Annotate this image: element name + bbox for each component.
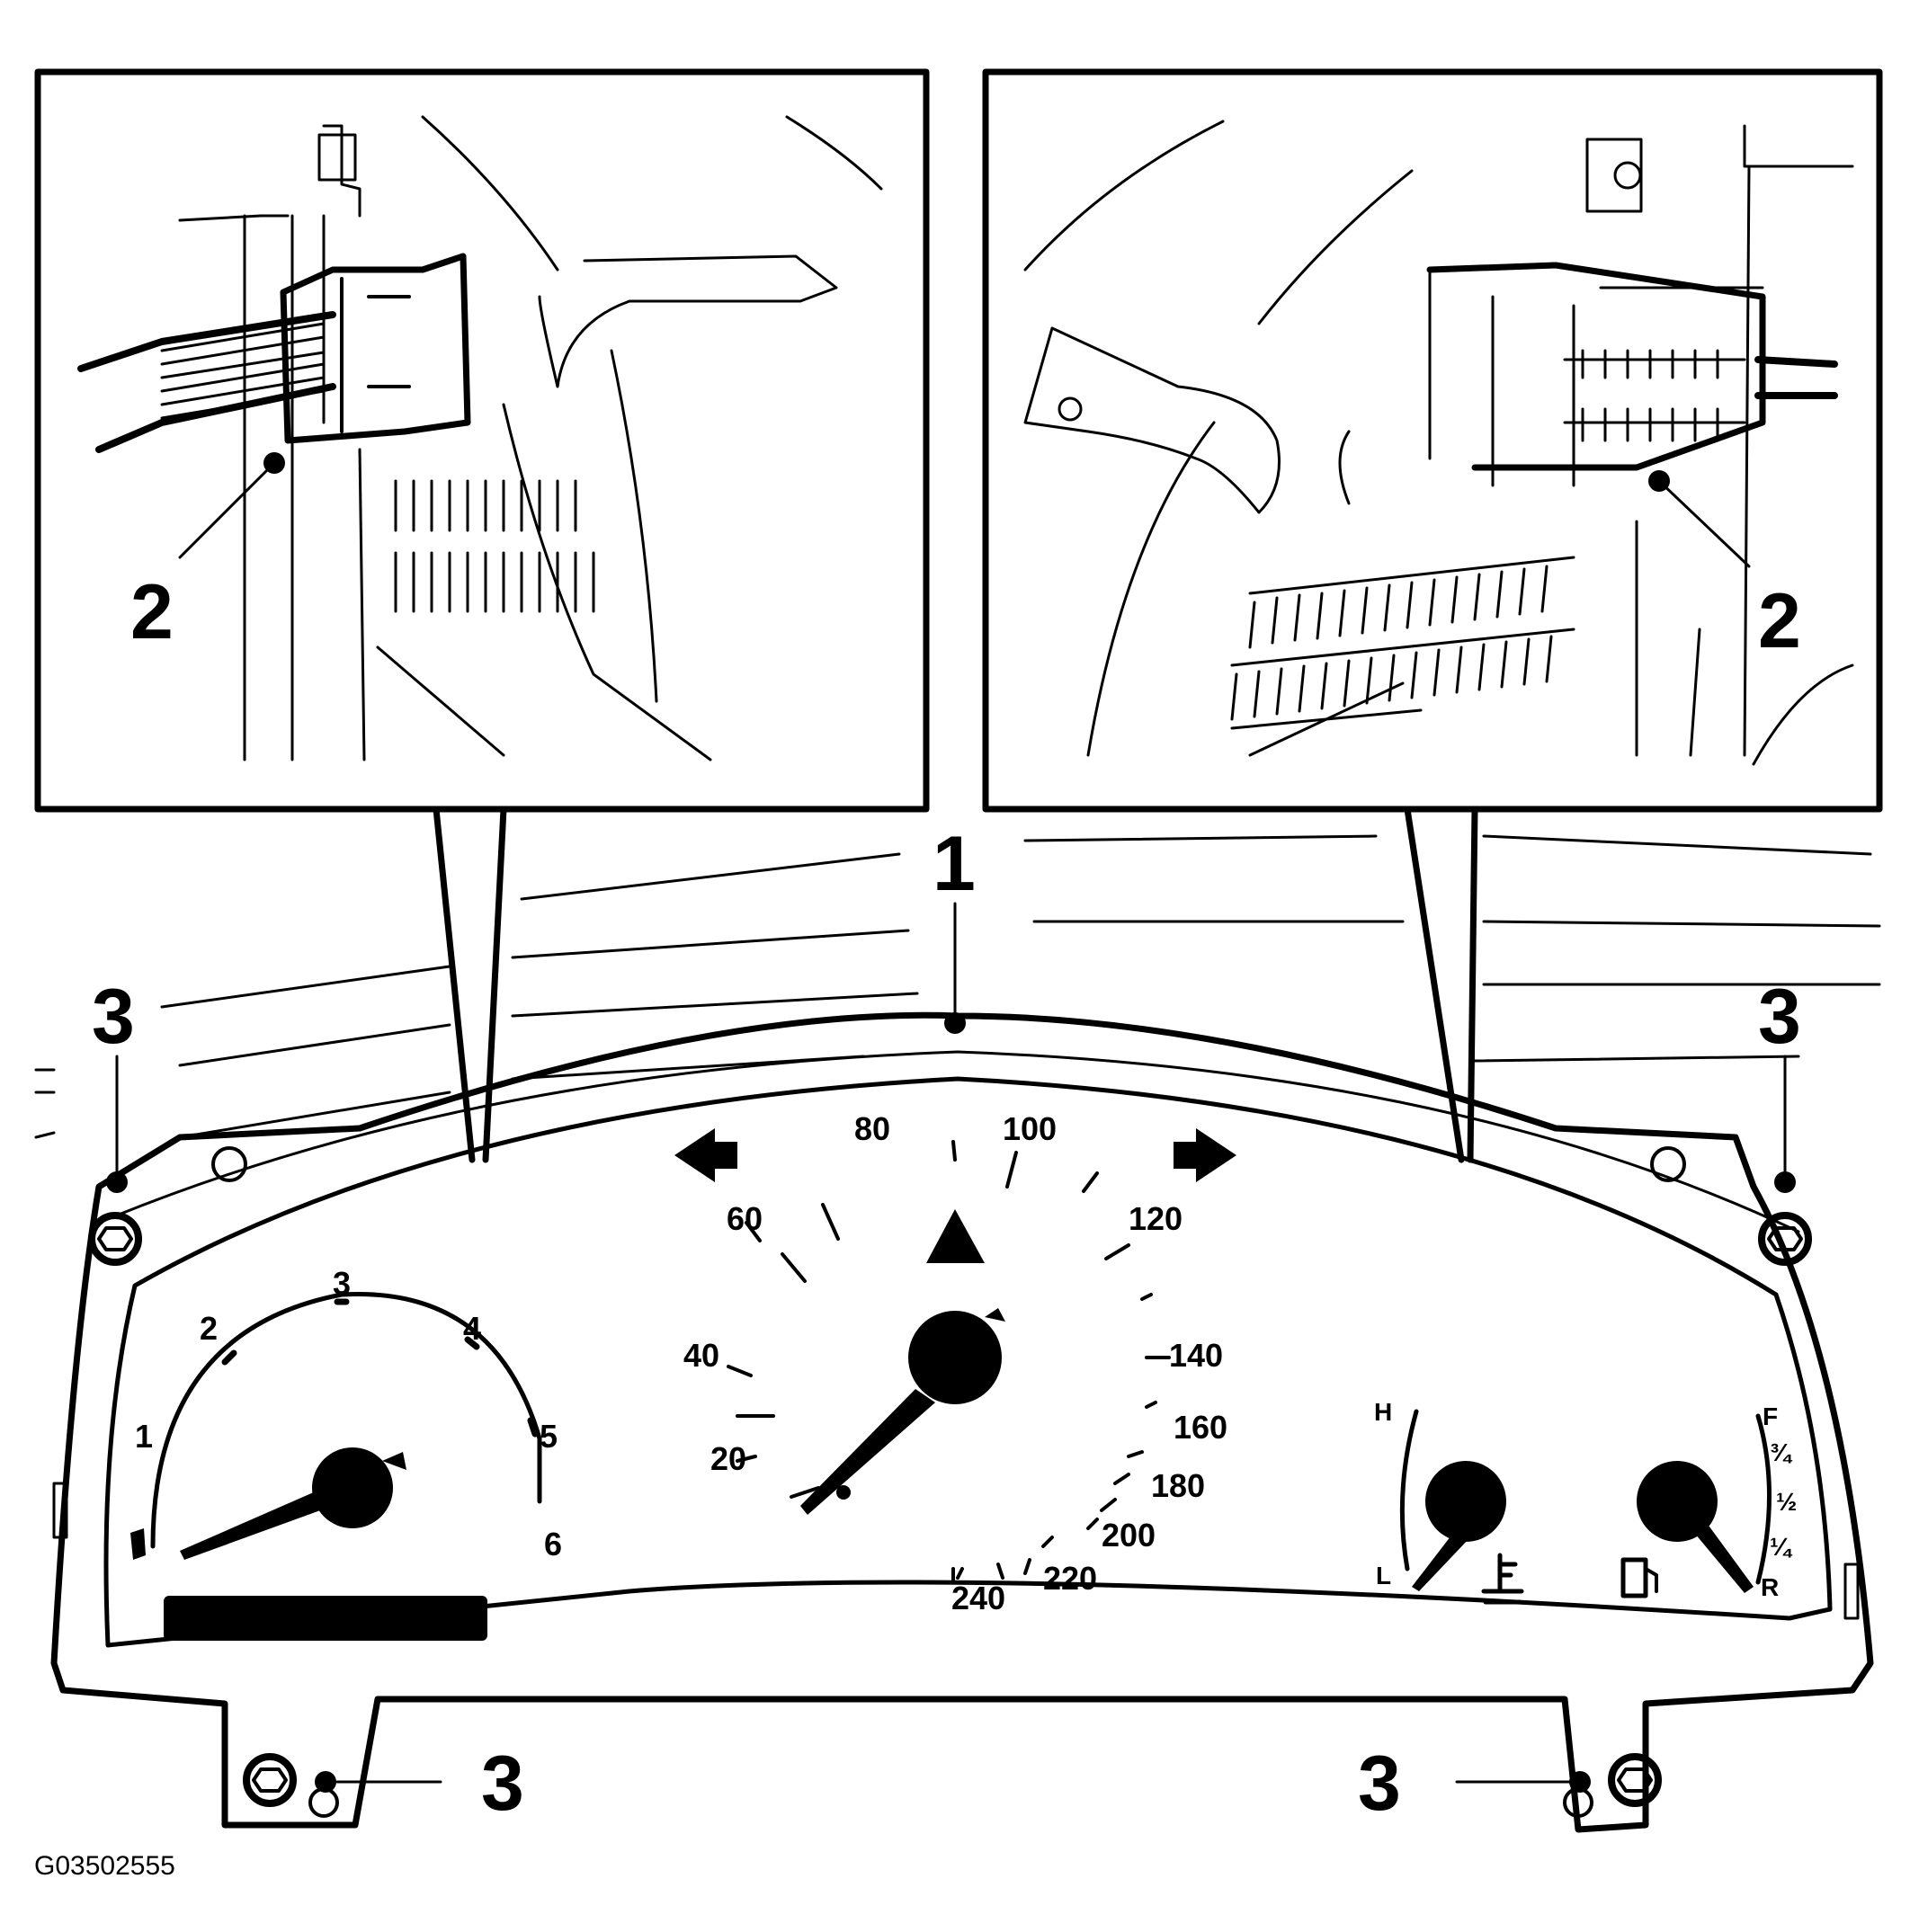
mounting-screw-bottom-right xyxy=(1608,1753,1662,1807)
callout-screw-top-right: 3 xyxy=(1758,974,1801,1060)
screw-bottom-right-marker xyxy=(1569,1771,1591,1793)
temp-needle xyxy=(1412,1528,1470,1591)
fuel-label-half: ½ xyxy=(1776,1488,1797,1516)
fuel-label-quarter: ¼ xyxy=(1770,1533,1793,1561)
hazard-triangle-icon xyxy=(926,1209,985,1263)
fuel-label-reserve: R xyxy=(1761,1573,1779,1601)
speed-label-220: 220 xyxy=(1043,1560,1097,1597)
speedometer-needle xyxy=(800,1389,935,1515)
tach-label-3: 3 xyxy=(333,1265,351,1302)
left-connector-inset: 2 xyxy=(34,68,930,813)
speed-label-100: 100 xyxy=(1003,1110,1057,1147)
tach-label-2: 2 xyxy=(200,1310,218,1347)
callout-screw-top-left: 3 xyxy=(92,974,135,1060)
speed-label-40: 40 xyxy=(683,1337,719,1374)
temp-label-high: H xyxy=(1374,1398,1392,1426)
speed-label-160: 160 xyxy=(1174,1409,1227,1446)
mounting-screw-top-right xyxy=(1758,1212,1812,1266)
instrument-cluster: 1 2 3 4 5 6 20 40 60 80 100 120 140 160 … xyxy=(50,1011,1874,1833)
temperature-gauge: H L xyxy=(1374,1398,1524,1605)
speed-label-120: 120 xyxy=(1129,1200,1183,1237)
speedometer-hub xyxy=(908,1311,1002,1404)
callouts: 1 3 3 3 3 xyxy=(92,821,1801,1827)
cluster-marker xyxy=(944,1012,966,1034)
vent-slots-left xyxy=(394,479,595,613)
callout-screw-bottom-right: 3 xyxy=(1358,1741,1401,1827)
screw-bottom-left-marker xyxy=(315,1771,336,1793)
fuel-needle xyxy=(1691,1519,1754,1593)
temp-label-low: L xyxy=(1376,1562,1391,1589)
left-turn-arrow-icon xyxy=(674,1128,737,1182)
coolant-temperature-icon xyxy=(1481,1553,1524,1605)
dashboard-background-lines xyxy=(34,834,1881,1139)
tach-label-1: 1 xyxy=(135,1418,153,1455)
figure-id: G03502555 xyxy=(34,1851,175,1881)
left-inset-pointer xyxy=(433,806,507,1163)
cluster-housing xyxy=(50,1011,1874,1833)
fuel-label-full: F xyxy=(1763,1402,1778,1430)
speedometer: 20 40 60 80 100 120 140 160 180 200 220 … xyxy=(683,1110,1227,1616)
tach-label-6: 6 xyxy=(544,1526,562,1563)
callout-connector-left: 2 xyxy=(130,569,174,655)
dial-face xyxy=(103,1076,1833,1648)
right-connector-inset: 2 xyxy=(982,68,1883,813)
right-turn-arrow-icon xyxy=(1174,1128,1236,1182)
vent-slots-right xyxy=(1230,556,1575,730)
callout-screw-bottom-left: 3 xyxy=(481,1741,524,1827)
fuel-pump-icon xyxy=(1620,1557,1658,1598)
fuel-hub xyxy=(1637,1461,1718,1542)
callout-connector-right: 2 xyxy=(1758,578,1801,664)
tachometer: 1 2 3 4 5 6 xyxy=(130,1265,562,1563)
tach-needle xyxy=(180,1488,333,1560)
tach-label-5: 5 xyxy=(540,1418,558,1455)
speed-label-60: 60 xyxy=(727,1200,763,1237)
speed-label-180: 180 xyxy=(1151,1467,1205,1504)
fuel-gauge: F ¾ ½ ¼ R xyxy=(1620,1402,1797,1601)
speed-label-140: 140 xyxy=(1169,1337,1223,1374)
callout-cluster: 1 xyxy=(933,821,976,907)
screw-top-right-marker xyxy=(1774,1171,1796,1193)
mounting-screw-bottom-left xyxy=(243,1753,297,1807)
speed-label-240: 240 xyxy=(951,1580,1005,1616)
tach-hub xyxy=(312,1447,393,1528)
mounting-screw-top-left xyxy=(88,1212,142,1266)
speed-label-200: 200 xyxy=(1102,1517,1156,1554)
temp-hub xyxy=(1425,1461,1506,1542)
tach-label-4: 4 xyxy=(463,1310,481,1347)
fuel-label-three-quarter: ¾ xyxy=(1770,1438,1793,1466)
screw-top-left-marker xyxy=(106,1171,128,1193)
speed-label-80: 80 xyxy=(854,1110,890,1147)
speed-label-20: 20 xyxy=(710,1440,746,1477)
odometer-display xyxy=(164,1596,487,1641)
